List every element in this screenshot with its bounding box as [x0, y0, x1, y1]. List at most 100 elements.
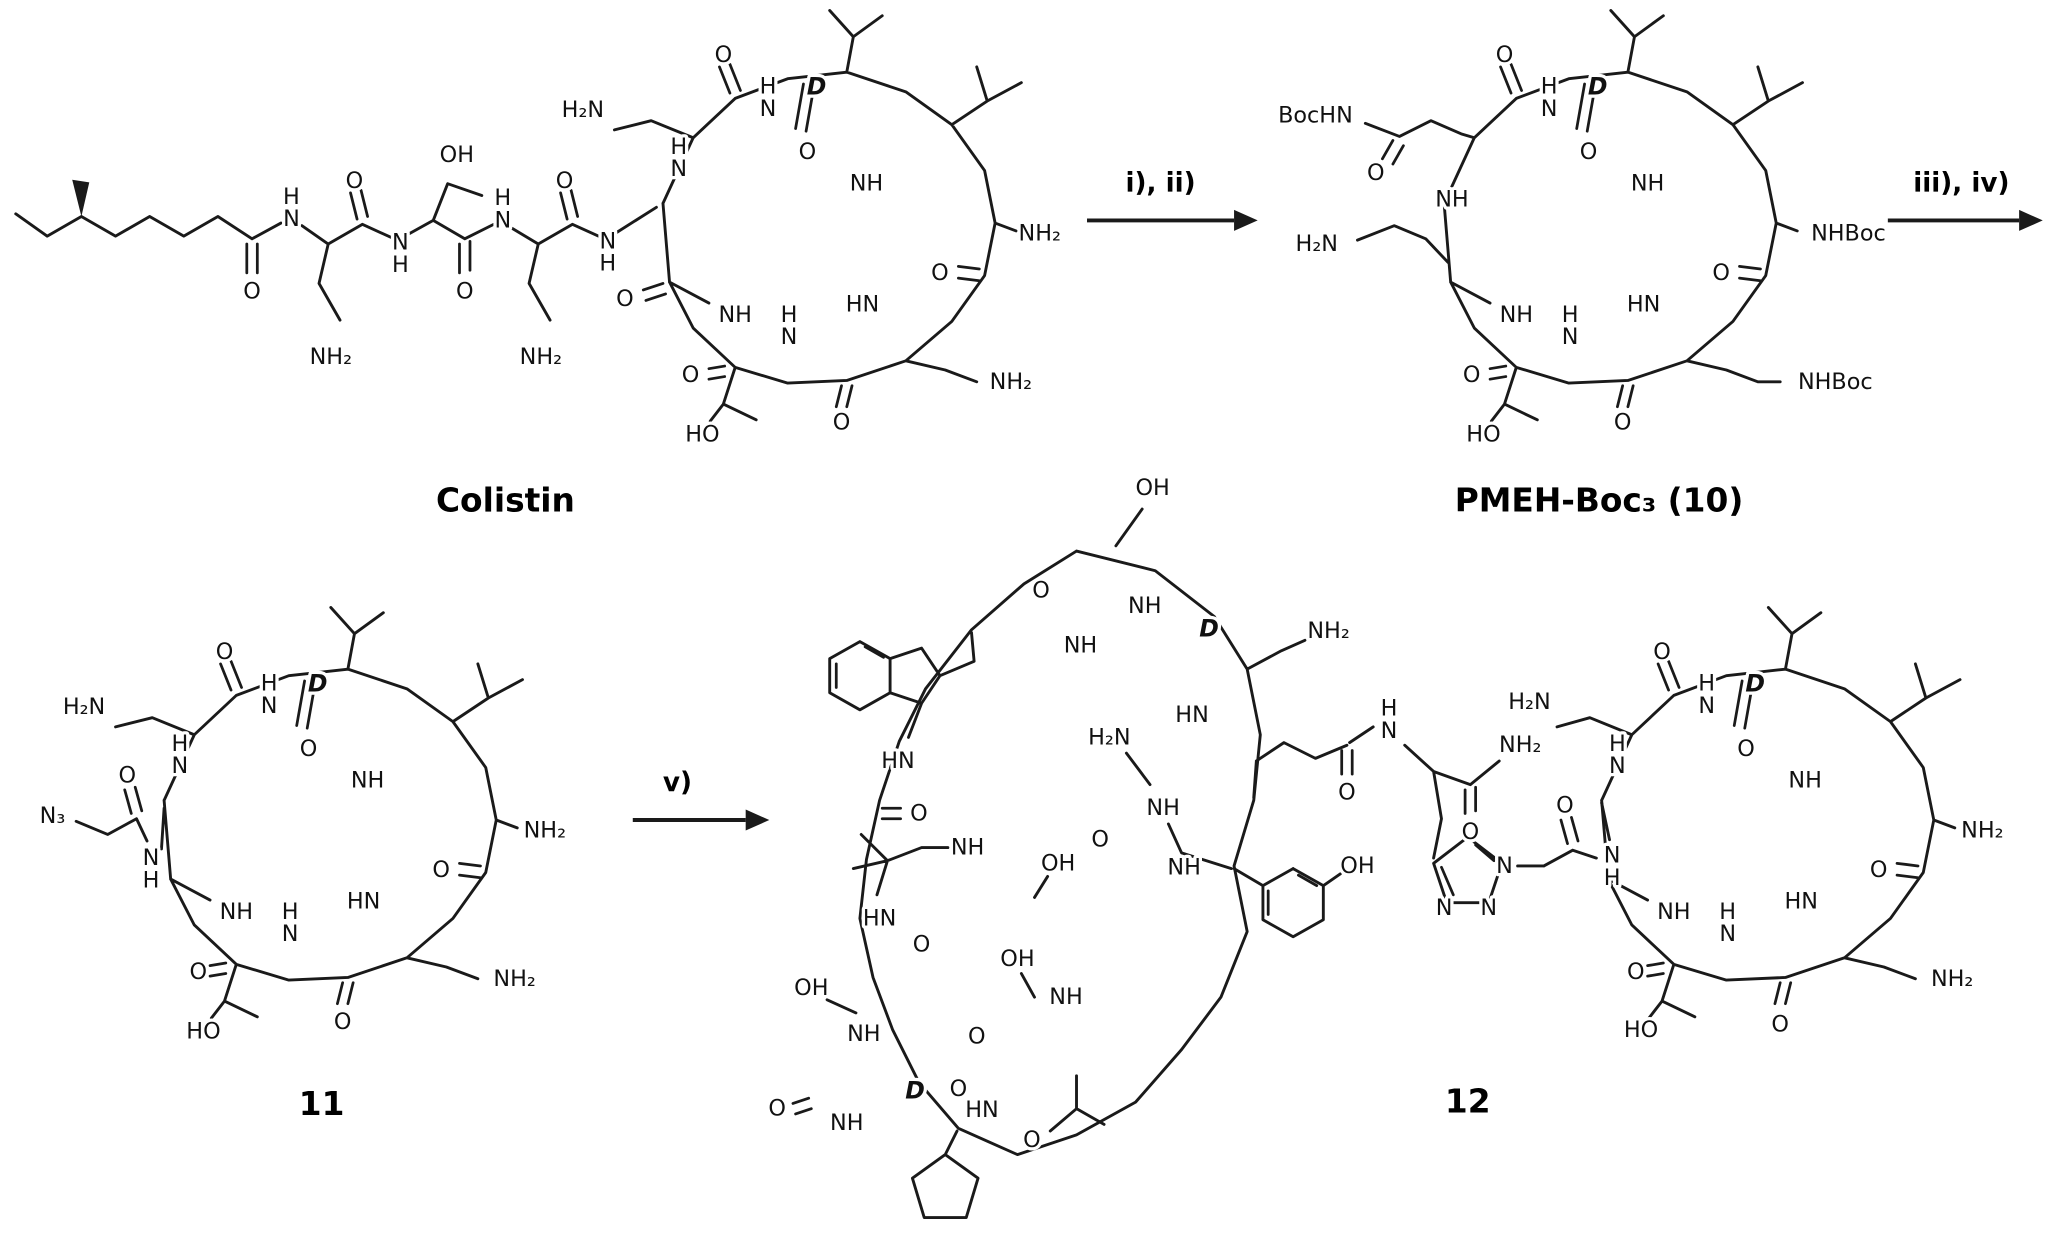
pmeh-boc3-structure: BocHNONHH₂NOHNDONHNHBocOHNNHBocOHNOHONH … — [1275, 9, 1889, 524]
atom-label: N — [1541, 96, 1558, 122]
atom-label: NH₂ — [1931, 966, 1973, 992]
atom-label: H — [282, 899, 299, 925]
atom-label: NH₂ — [310, 344, 352, 370]
atom-label: OH — [1041, 850, 1075, 876]
atom-label: O — [1496, 42, 1514, 68]
atom-label: O — [334, 1009, 352, 1035]
atom-label: O — [616, 286, 634, 312]
atom-label: O — [833, 409, 851, 435]
atom-label: NH — [1049, 984, 1082, 1010]
atom-label: N — [599, 228, 616, 254]
atom-label: H — [171, 731, 188, 757]
atom-label: N — [143, 845, 160, 871]
atom-label: OH — [1340, 853, 1374, 879]
atom-label: O — [768, 1096, 786, 1122]
atom-label: O — [968, 1024, 986, 1050]
atom-label: HN — [965, 1097, 998, 1123]
atom-label: H — [1604, 865, 1621, 891]
atom-label: N — [392, 230, 409, 256]
arrow-2-label: iii), iv) — [1913, 169, 2009, 199]
stereo-descriptor-label: D — [308, 670, 328, 698]
atom-label: HN — [863, 905, 896, 931]
atom-label: H — [283, 184, 300, 210]
atom-label: O — [189, 959, 207, 985]
atom-label: H — [1719, 899, 1736, 925]
stereo-descriptor-label: D — [905, 1076, 925, 1104]
arrow-3-label: v) — [663, 768, 692, 798]
atom-label: NH — [850, 171, 883, 197]
arrow-2-head — [2019, 209, 2043, 231]
atom-label: OH — [440, 142, 474, 168]
atom-label: NH — [351, 768, 384, 794]
atom-label: O — [1771, 1012, 1789, 1038]
atom-label: NHBoc — [1811, 221, 1886, 247]
stereo-descriptor-label: D — [1588, 73, 1608, 101]
colistin-double-bonds — [245, 62, 981, 409]
reaction-arrow-2: iii), iv) — [1887, 169, 2043, 231]
atom-label: O — [346, 168, 364, 194]
atom-label: O — [799, 139, 817, 165]
atom-label: H — [261, 671, 278, 697]
methyl-wedge-bond — [72, 179, 90, 217]
atom-label: O — [910, 800, 928, 826]
atom-label: NH₂ — [1019, 221, 1061, 247]
arrow-1-label: i), ii) — [1125, 169, 1195, 199]
atom-label: HN — [1175, 702, 1208, 728]
pmeh-boc3-label: PMEH-Boc₃ (10) — [1455, 482, 1744, 520]
atom-label: H — [599, 251, 616, 277]
atom-label: H₂N — [63, 694, 105, 720]
atom-label: O — [931, 260, 949, 286]
atom-label: N — [283, 206, 300, 232]
atom-label: NH — [847, 1021, 880, 1047]
compound-12-label: 12 — [1445, 1083, 1491, 1121]
atom-label: N — [781, 324, 798, 350]
pmeh-skeleton-bonds — [1356, 9, 1804, 423]
atom-label: N — [1604, 842, 1621, 868]
atom-label: O — [1032, 577, 1050, 603]
atom-label: O — [1737, 736, 1755, 762]
atom-label: O — [216, 639, 234, 665]
atom-label: NH — [951, 835, 984, 861]
compound-12-double-bonds — [791, 645, 1920, 1116]
stereo-descriptor-label: D — [1199, 614, 1219, 642]
colistin-atom-labels: OHNNH₂ONHOHOHNNH₂ONHH₂NHNOHNDONHNH₂OHNNH… — [240, 39, 1064, 451]
atom-label: O — [1091, 827, 1109, 853]
atom-label: HN — [881, 748, 914, 774]
atom-label: H — [494, 185, 511, 211]
atom-label: NH — [1064, 633, 1097, 659]
atom-label: O — [682, 362, 700, 388]
atom-label: N — [1719, 921, 1736, 947]
arrow-1-head — [1234, 209, 1258, 231]
atom-label: N — [1480, 895, 1497, 921]
atom-label: H₂N — [1088, 724, 1130, 750]
atom-label: NH₂ — [520, 344, 562, 370]
atom-label: N — [261, 693, 278, 719]
atom-label: N — [1496, 853, 1513, 879]
atom-label: HN — [1784, 888, 1817, 914]
atom-label: HO — [1466, 421, 1500, 447]
atom-label: H — [760, 74, 777, 100]
atom-label: N — [760, 96, 777, 122]
atom-label: NH₂ — [1961, 818, 2003, 844]
atom-label: O — [950, 1076, 968, 1102]
atom-label: NH — [220, 899, 253, 925]
reaction-arrow-3: v) — [632, 768, 770, 831]
atom-label: N — [1436, 895, 1453, 921]
atom-label: NH — [830, 1110, 863, 1136]
atom-label: O — [1627, 959, 1645, 985]
reaction-arrow-1: i), ii) — [1087, 169, 1258, 231]
atom-label: NH₂ — [1499, 732, 1541, 758]
atom-label: HO — [186, 1018, 220, 1044]
atom-label: O — [1556, 793, 1574, 819]
atom-label: N — [172, 753, 189, 779]
atom-label: NHBoc — [1798, 369, 1873, 395]
atom-label: O — [715, 42, 733, 68]
atom-label: HO — [1624, 1017, 1658, 1043]
atom-label: OH — [794, 975, 828, 1001]
atom-label: H — [1609, 731, 1626, 757]
arrow-3-head — [745, 809, 770, 831]
